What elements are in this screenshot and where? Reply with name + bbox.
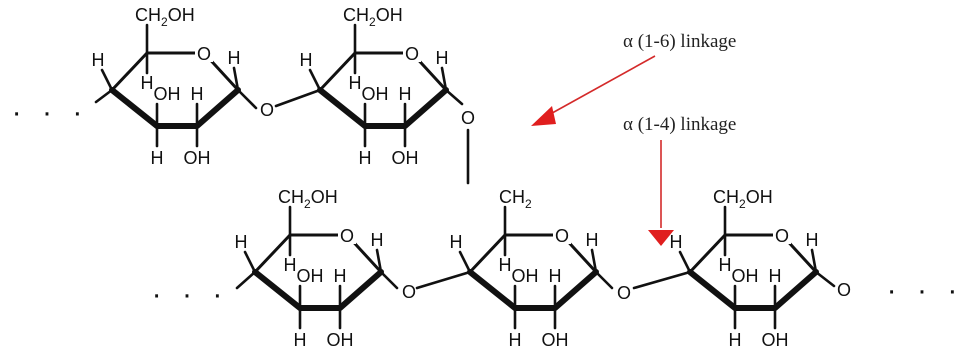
ring-2-c3-oh: OH: [362, 84, 389, 104]
ring-2-c3-h: H: [359, 148, 372, 168]
ring-5-c3-h: H: [729, 330, 742, 347]
ellipsis-bottom-left: · · ·: [152, 278, 229, 311]
ring-1-c4-h: H: [92, 50, 105, 70]
ring-1-oxygen-mask: [195, 42, 213, 62]
ring-5-c4-h: H: [670, 232, 683, 252]
ring-5-c5-h: H: [719, 255, 732, 275]
glycosidic-oxygen-bottom-left: O: [402, 282, 416, 302]
ring-4-c4-h-bond: [458, 250, 472, 274]
ellipsis-bottom-right: · · ·: [887, 274, 958, 307]
ring-1-ch2oh-label: CH2OH: [135, 5, 195, 29]
alpha14-oxygen: O: [617, 283, 631, 303]
ring-4-front-edge: [467, 269, 599, 311]
ring-2-ch2oh-label: CH2OH: [343, 5, 403, 29]
ring-3-c3-h: H: [294, 330, 307, 347]
ring-4-c3-oh: OH: [512, 266, 539, 286]
ring-2-c5-h: H: [349, 73, 362, 93]
ring-1-c3-h: H: [151, 148, 164, 168]
ring-4-c3-h: H: [509, 330, 522, 347]
ring-5-front-edge: [687, 269, 819, 311]
alpha14-arrow-head: [648, 230, 674, 246]
ring-4-oxygen-mask: [553, 224, 571, 244]
ring-3-c5-h: H: [284, 255, 297, 275]
ring-2-c4-h-bond: [308, 68, 322, 92]
ring-5-c1-h-bond: [810, 248, 818, 274]
ring-2-ring-oxygen: O: [405, 44, 419, 64]
ring-2-back-edge: [318, 51, 448, 92]
ring-5-ring-oxygen: O: [775, 226, 789, 246]
glycosidic-oxygen-top: O: [260, 100, 274, 120]
ring-1-ring-oxygen: O: [197, 44, 211, 64]
linkage-annotations: α (1-6) linkage α (1-4) linkage: [531, 31, 736, 246]
ring-2-c2-h: H: [399, 84, 412, 104]
ring-3-c4-h: H: [235, 232, 248, 252]
ring-1-back-edge: [110, 51, 240, 92]
ring-3-c2-h: H: [334, 266, 347, 286]
ring-5-back-edge: [688, 233, 818, 274]
ring-5-oxygen-mask: [773, 224, 791, 244]
ring-2-oxygen-mask: [403, 42, 421, 62]
ring-5-ch2oh-label: CH2OH: [713, 187, 773, 211]
ring-3-back-edge: [253, 233, 383, 274]
ring-1-c3-oh: OH: [154, 84, 181, 104]
ring-5-c1-h: H: [806, 230, 819, 250]
ring-1-c1-h-bond: [232, 66, 240, 92]
ring-4-c1-h: H: [586, 230, 599, 250]
ring-4-c1-h-bond: [590, 248, 598, 274]
ring-1-front-edge: [109, 87, 241, 129]
ring-3-c3-oh: OH: [297, 266, 324, 286]
ring-5-c2-h: H: [769, 266, 782, 286]
ring-3-c4-h-bond: [243, 250, 257, 274]
alpha14-bond-b: [632, 270, 692, 290]
ring-5-right-bond: [814, 270, 836, 288]
ring-1-c1-h: H: [228, 48, 241, 68]
ring-2-c4-h: H: [300, 50, 313, 70]
ring-4-c2-oh: OH: [542, 330, 569, 347]
ring-1-left-bond: [94, 88, 114, 104]
ring-3-ch2oh-label: CH2OH: [278, 187, 338, 211]
ring-4-c5-h: H: [499, 255, 512, 275]
glyco-3-4-bond-b: [415, 270, 472, 290]
ring-3-c1-h: H: [371, 230, 384, 250]
ring-5-c2-oh: OH: [762, 330, 789, 347]
alpha16-c1-bond: [444, 88, 464, 106]
ring-2-c2-oh: OH: [392, 148, 419, 168]
alpha16-oxygen: O: [461, 108, 475, 128]
ring-4-c2-h: H: [549, 266, 562, 286]
ring-4-c4-h: H: [450, 232, 463, 252]
alpha14-linkage-label: α (1-4) linkage: [623, 114, 736, 135]
ring-2-c1-h: H: [436, 48, 449, 68]
ring-5-c3-oh: OH: [732, 266, 759, 286]
ring-3-ring-oxygen: O: [340, 226, 354, 246]
ellipsis-top-left: · · ·: [12, 96, 89, 129]
ring-3-c2-oh: OH: [327, 330, 354, 347]
alpha16-arrow-shaft: [544, 55, 656, 118]
ring-3-left-bond: [235, 270, 257, 290]
ring-3-c1-h-bond: [375, 248, 383, 274]
ring-2-front-edge: [317, 87, 449, 129]
ring-5-c4-h-bond: [678, 250, 692, 274]
ring-1-c4-h-bond: [100, 68, 114, 92]
ring-4-ch2-label: CH2: [499, 187, 532, 211]
alpha16-arrow-head: [531, 106, 556, 126]
ring-4-back-edge: [468, 233, 598, 274]
alpha14-bond-a: [594, 270, 614, 290]
ring-2-c1-h-bond: [440, 66, 448, 92]
glyco-3-4-bond-a: [379, 270, 399, 290]
alpha16-linkage-label: α (1-6) linkage: [623, 31, 736, 52]
ring-1-c2-h: H: [191, 84, 204, 104]
ring-1-c5-h: H: [141, 73, 154, 93]
glyco-1-2-bond-b: [274, 88, 322, 108]
ring-4-ring-oxygen: O: [555, 226, 569, 246]
terminal-oxygen-right: O: [837, 280, 851, 300]
ring-1-c2-oh: OH: [184, 148, 211, 168]
ring-3-oxygen-mask: [338, 224, 356, 244]
glyco-1-2-bond-a: [236, 88, 258, 110]
ring-3-front-edge: [252, 269, 384, 311]
